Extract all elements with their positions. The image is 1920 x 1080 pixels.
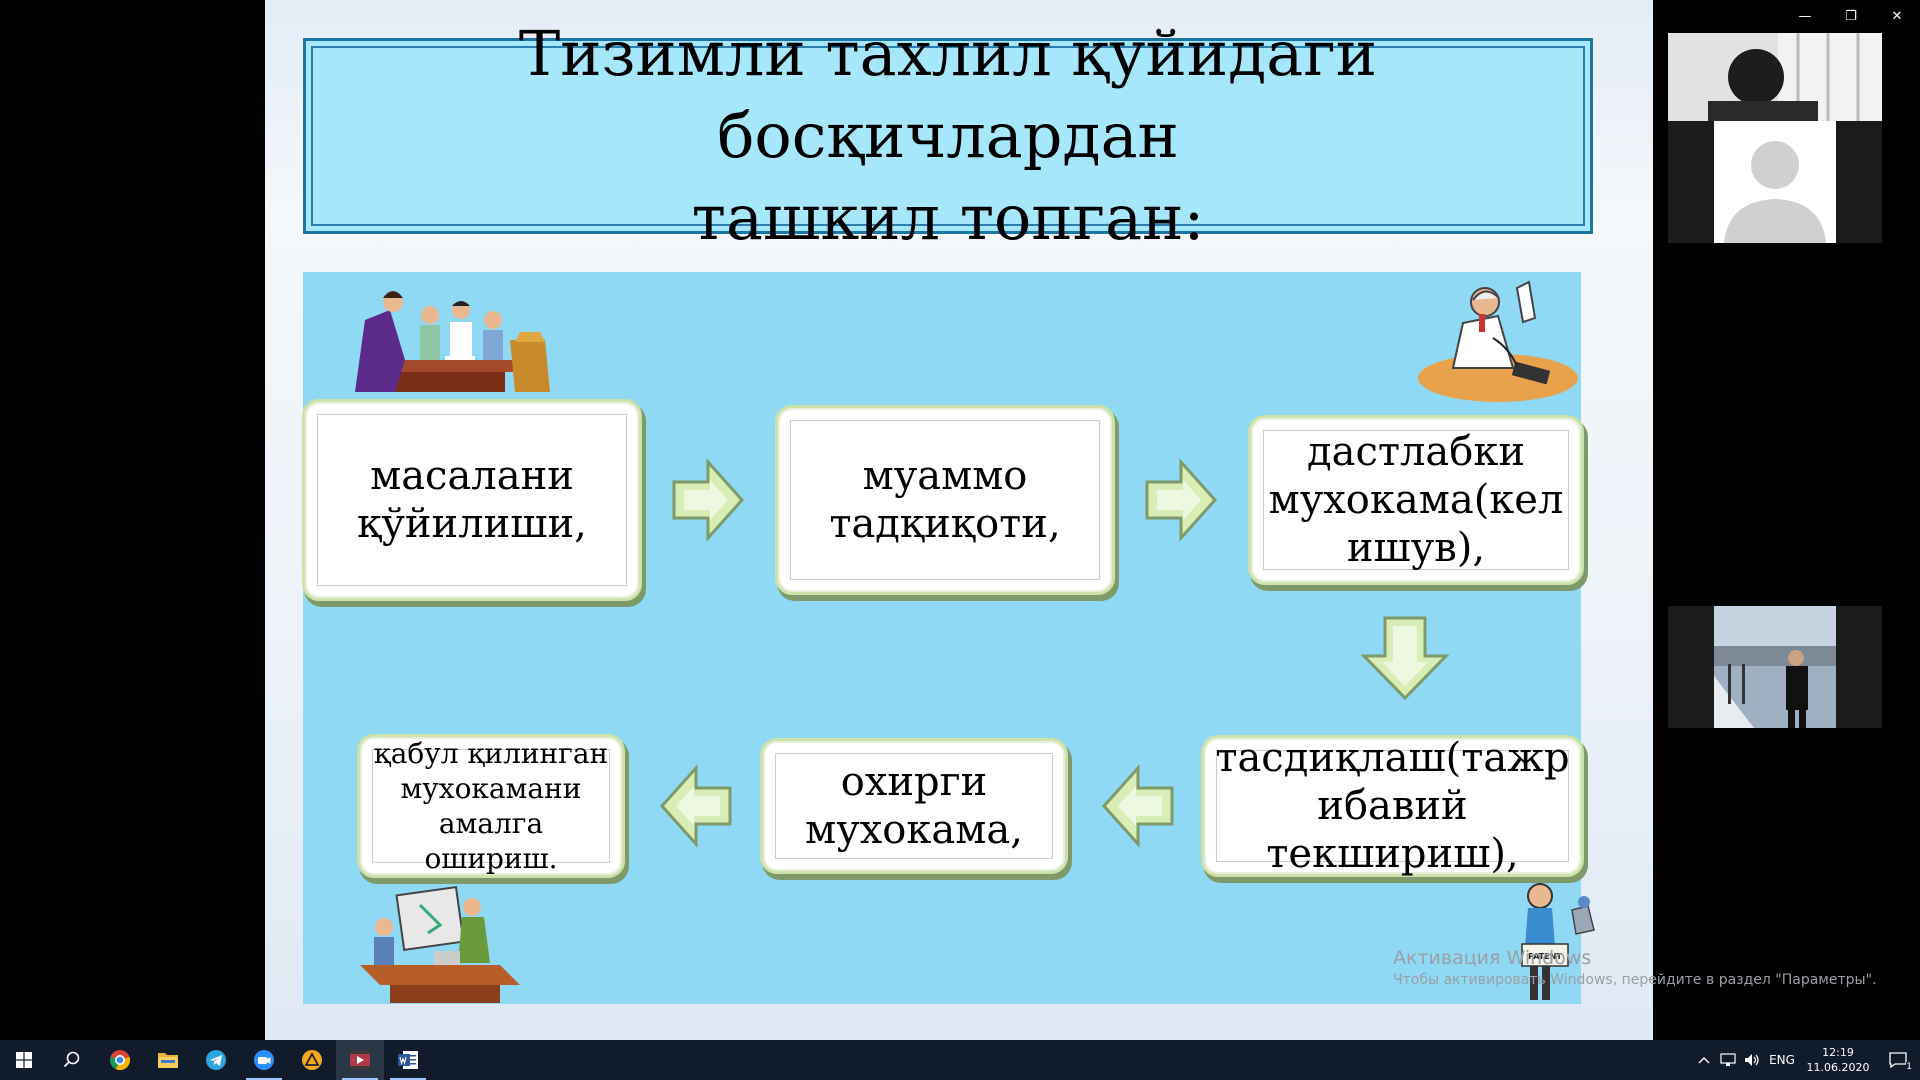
search-icon <box>63 1051 80 1068</box>
step-label: масалани қўйилиши, <box>357 453 587 547</box>
windows-logo-icon <box>16 1052 32 1068</box>
step-preliminary-discussion: дастлабки мухокама(кел ишув), <box>1251 418 1581 582</box>
arrow-left-icon <box>659 764 732 848</box>
taskbar-app-avast[interactable] <box>288 1040 336 1080</box>
search-button[interactable] <box>48 1040 96 1080</box>
telegram-icon <box>206 1050 226 1070</box>
participant-video-frame <box>1714 606 1836 728</box>
office-work-clipart <box>360 885 520 1003</box>
taskbar-app-media-player[interactable] <box>336 1040 384 1080</box>
step-implementation: қабул қилинган мухокамани амалга ошириш. <box>360 737 622 875</box>
video-player-icon <box>350 1051 370 1069</box>
tray-overflow-chevron-icon[interactable] <box>1692 1040 1716 1080</box>
start-button[interactable] <box>0 1040 48 1080</box>
phone-call-clipart <box>1418 280 1578 402</box>
taskbar: ENG 12:19 11.06.2020 1 <box>0 1040 1920 1080</box>
participant-video-tile[interactable] <box>1668 33 1882 121</box>
flow-diagram-panel <box>303 272 1581 1004</box>
zoom-icon <box>254 1050 274 1070</box>
notification-center-button[interactable]: 1 <box>1876 1040 1920 1080</box>
windows-activation-watermark: Активация Windows Чтобы активировать Win… <box>1393 946 1876 990</box>
notification-count: 1 <box>1906 1062 1912 1072</box>
presentation-slide: Тизимли тахлил қуйидаги босқичлардан таш… <box>265 0 1653 1040</box>
arrow-left-icon <box>1101 764 1174 848</box>
step-problem-statement: масалани қўйилиши, <box>305 402 639 598</box>
step-label: дастлабки мухокама(кел ишув), <box>1268 429 1564 571</box>
taskbar-app-file-explorer[interactable] <box>144 1040 192 1080</box>
step-approval: тасдиқлаш(тажр ибавий текшириш), <box>1204 735 1581 877</box>
clock[interactable]: 12:19 11.06.2020 <box>1800 1045 1876 1075</box>
participant-avatar-tile[interactable] <box>1668 121 1882 243</box>
step-label: қабул қилинган мухокамани амалга ошириш. <box>373 737 609 875</box>
arrow-right-icon <box>1145 458 1218 542</box>
participant-video-tile[interactable] <box>1668 606 1882 728</box>
folder-icon <box>158 1053 178 1068</box>
window-controls: — ❐ ✕ <box>1782 0 1920 32</box>
user-avatar-icon <box>1724 141 1826 243</box>
arrow-down-icon <box>1360 616 1450 701</box>
step-problem-research: муаммо тадқиқоти, <box>778 408 1112 592</box>
volume-icon[interactable] <box>1740 1040 1764 1080</box>
meeting-clipart <box>355 291 550 392</box>
chrome-icon <box>109 1050 131 1071</box>
slide-title: Тизимли тахлил қуйидаги босқичлардан таш… <box>518 17 1378 254</box>
warning-triangle-icon <box>302 1050 322 1070</box>
word-icon <box>398 1051 418 1069</box>
step-label: охирги мухокама, <box>805 759 1023 853</box>
taskbar-app-zoom[interactable] <box>240 1040 288 1080</box>
step-label: тасдиқлаш(тажр ибавий текшириш), <box>1215 735 1570 877</box>
taskbar-app-telegram[interactable] <box>192 1040 240 1080</box>
system-tray: ENG 12:19 11.06.2020 1 <box>1692 1040 1920 1080</box>
patent-clipart: PATENT <box>1521 883 1595 1000</box>
taskbar-app-word[interactable] <box>384 1040 432 1080</box>
step-label: муаммо тадқиқоти, <box>829 453 1061 547</box>
network-icon[interactable] <box>1716 1040 1740 1080</box>
clock-time: 12:19 <box>1822 1046 1854 1059</box>
restore-button[interactable]: ❐ <box>1845 8 1857 24</box>
language-indicator[interactable]: ENG <box>1769 1053 1795 1067</box>
taskbar-app-chrome[interactable] <box>96 1040 144 1080</box>
participant-video-frame <box>1668 33 1882 121</box>
close-button[interactable]: ✕ <box>1891 8 1903 24</box>
notification-icon <box>1889 1052 1907 1068</box>
step-final-discussion: охирги мухокама, <box>763 741 1065 871</box>
watermark-title: Активация Windows <box>1393 947 1592 969</box>
minimize-button[interactable]: — <box>1798 8 1812 24</box>
watermark-subtitle: Чтобы активировать Windows, перейдите в … <box>1393 972 1877 988</box>
clock-date: 11.06.2020 <box>1806 1061 1870 1074</box>
patent-sign-text: PATENT <box>1528 952 1562 961</box>
slide-title-box: Тизимли тахлил қуйидаги босқичлардан таш… <box>303 17 1593 254</box>
arrow-right-icon <box>672 458 745 542</box>
